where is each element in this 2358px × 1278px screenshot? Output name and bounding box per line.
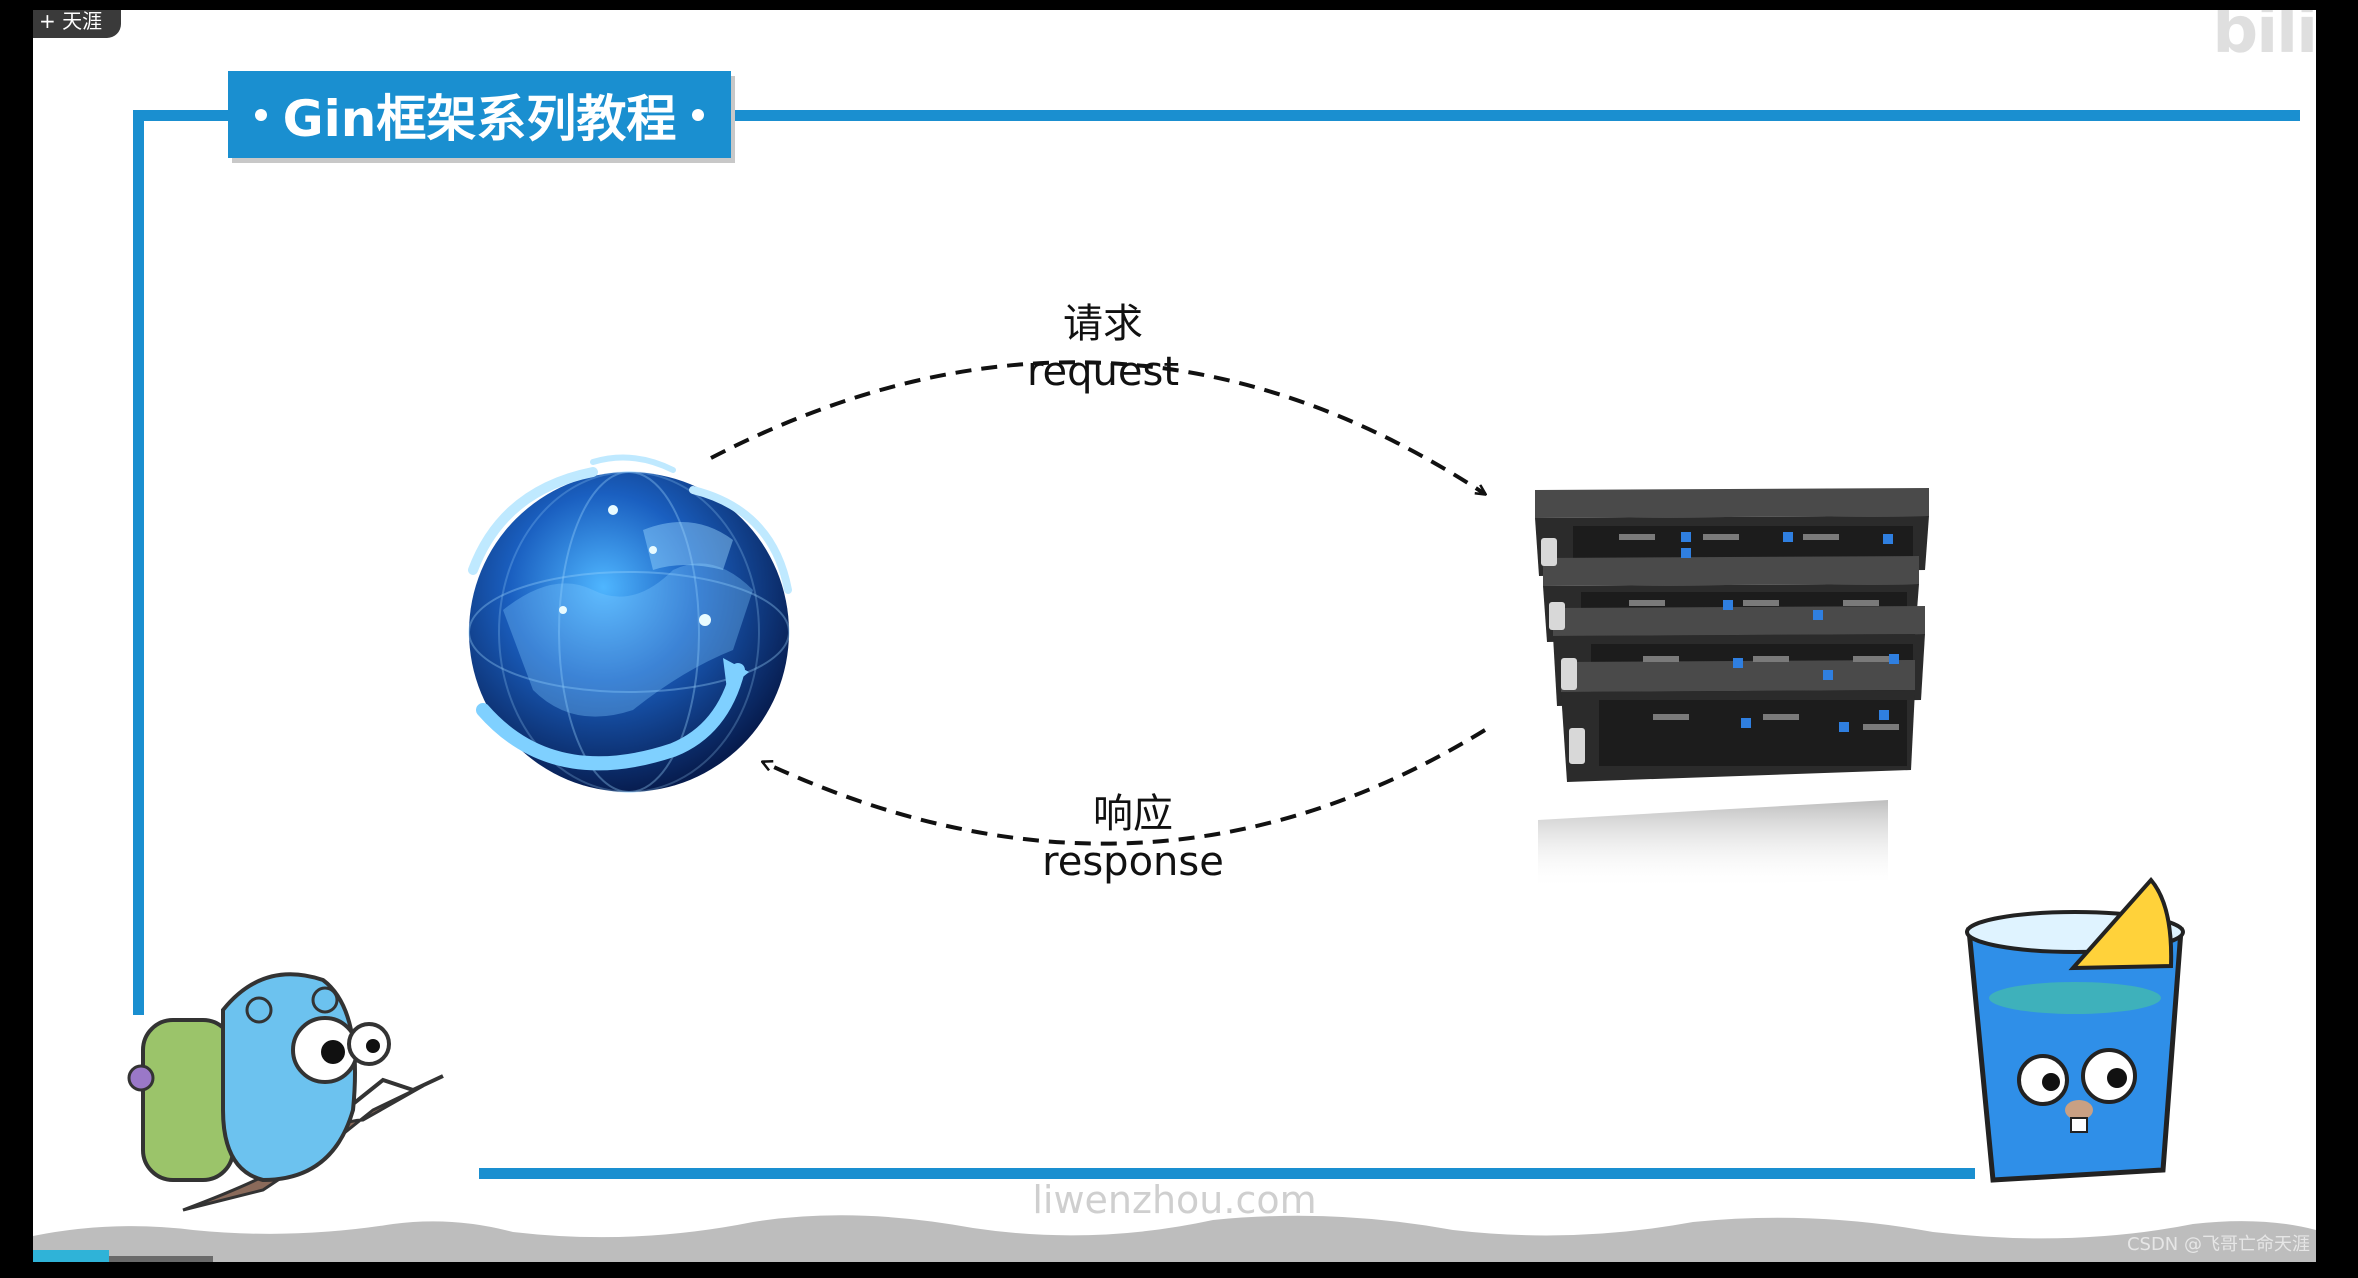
server-rack-icon	[1535, 488, 1929, 890]
title-dot-left	[254, 108, 267, 121]
diagram-canvas	[33, 360, 2316, 1262]
title-dot-right	[692, 108, 705, 121]
page-title: Gin框架系列教程	[282, 89, 677, 148]
gopher-hiker-icon	[127, 972, 444, 1212]
request-label-en: request	[1026, 349, 1180, 395]
globe-icon	[468, 454, 792, 793]
corner-tag[interactable]: + 天涯	[33, 10, 121, 38]
response-arrow	[763, 728, 1487, 846]
title-banner: Gin框架系列教程	[228, 71, 731, 158]
response-label-zh: 响应	[1093, 791, 1173, 837]
gopher-cup-icon	[1965, 876, 2185, 1183]
progress-bar-track[interactable]	[33, 1256, 213, 1262]
csdn-credit: CSDN @飞哥亡命天涯	[2126, 1234, 2310, 1255]
response-label-en: response	[1042, 839, 1224, 885]
request-label-zh: 请求	[1063, 301, 1143, 347]
bilibili-logo-icon: bili	[2212, 10, 2316, 68]
request-label: 请求 request	[993, 300, 1213, 396]
watermark: liwenzhou.com	[1032, 1178, 1317, 1222]
frame-bottom-line	[479, 1168, 1975, 1179]
response-label: 响应 response	[1013, 790, 1253, 886]
progress-bar-fill	[33, 1250, 109, 1262]
slide: + 天涯 bili Gin框架系列教程	[33, 10, 2316, 1262]
frame-left-line	[133, 110, 144, 1015]
landscape-decoration	[33, 1215, 2316, 1262]
frame-top-line	[133, 110, 2300, 121]
